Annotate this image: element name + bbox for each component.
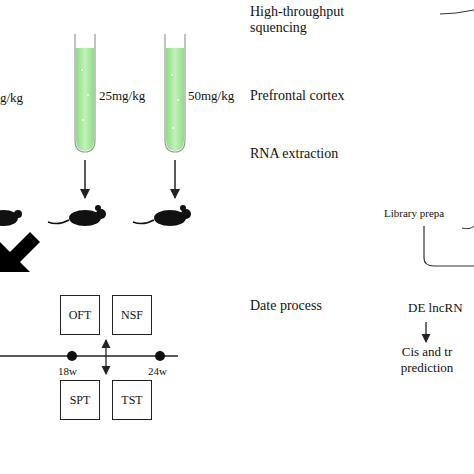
- test-box: OFT: [60, 295, 100, 335]
- test-tube: [165, 34, 185, 152]
- test-name: OFT: [69, 308, 92, 323]
- arrow: [174, 160, 176, 198]
- time-point: [67, 351, 77, 361]
- arrow: [84, 160, 86, 198]
- test-name: SPT: [70, 393, 91, 408]
- label-text: Cis and tr prediction: [392, 344, 462, 376]
- arrow: [425, 322, 426, 342]
- bracket: [424, 226, 474, 266]
- timeline: [0, 355, 178, 357]
- time-point: [155, 351, 165, 361]
- test-box: TST: [112, 380, 152, 420]
- mouse: [133, 205, 191, 226]
- label-text: Date process: [250, 298, 370, 314]
- label-text: 24w: [148, 363, 188, 379]
- big-arrow: [0, 232, 40, 272]
- test-tube: [75, 34, 95, 152]
- label-text: Prefrontal cortex: [250, 88, 380, 104]
- label-text: DE lncRN: [408, 300, 474, 316]
- label-text: 50mg/kg: [188, 88, 258, 104]
- label-text: 25mg/kg: [99, 88, 169, 104]
- test-box: SPT: [60, 380, 100, 420]
- bracket: [462, 226, 474, 229]
- label-text: 18w: [58, 363, 98, 379]
- label-text: High-throughput squencing: [250, 4, 350, 36]
- double-arrow: [105, 340, 106, 374]
- bracket: [440, 10, 474, 14]
- test-name: NSF: [121, 308, 143, 323]
- label-text: g/kg: [0, 90, 40, 106]
- label-text: RNA extraction: [250, 146, 380, 162]
- label-text: Library prepa: [384, 205, 474, 221]
- mouse: [48, 205, 106, 226]
- test-name: TST: [121, 393, 142, 408]
- mouse: [0, 210, 22, 226]
- test-box: NSF: [112, 295, 152, 335]
